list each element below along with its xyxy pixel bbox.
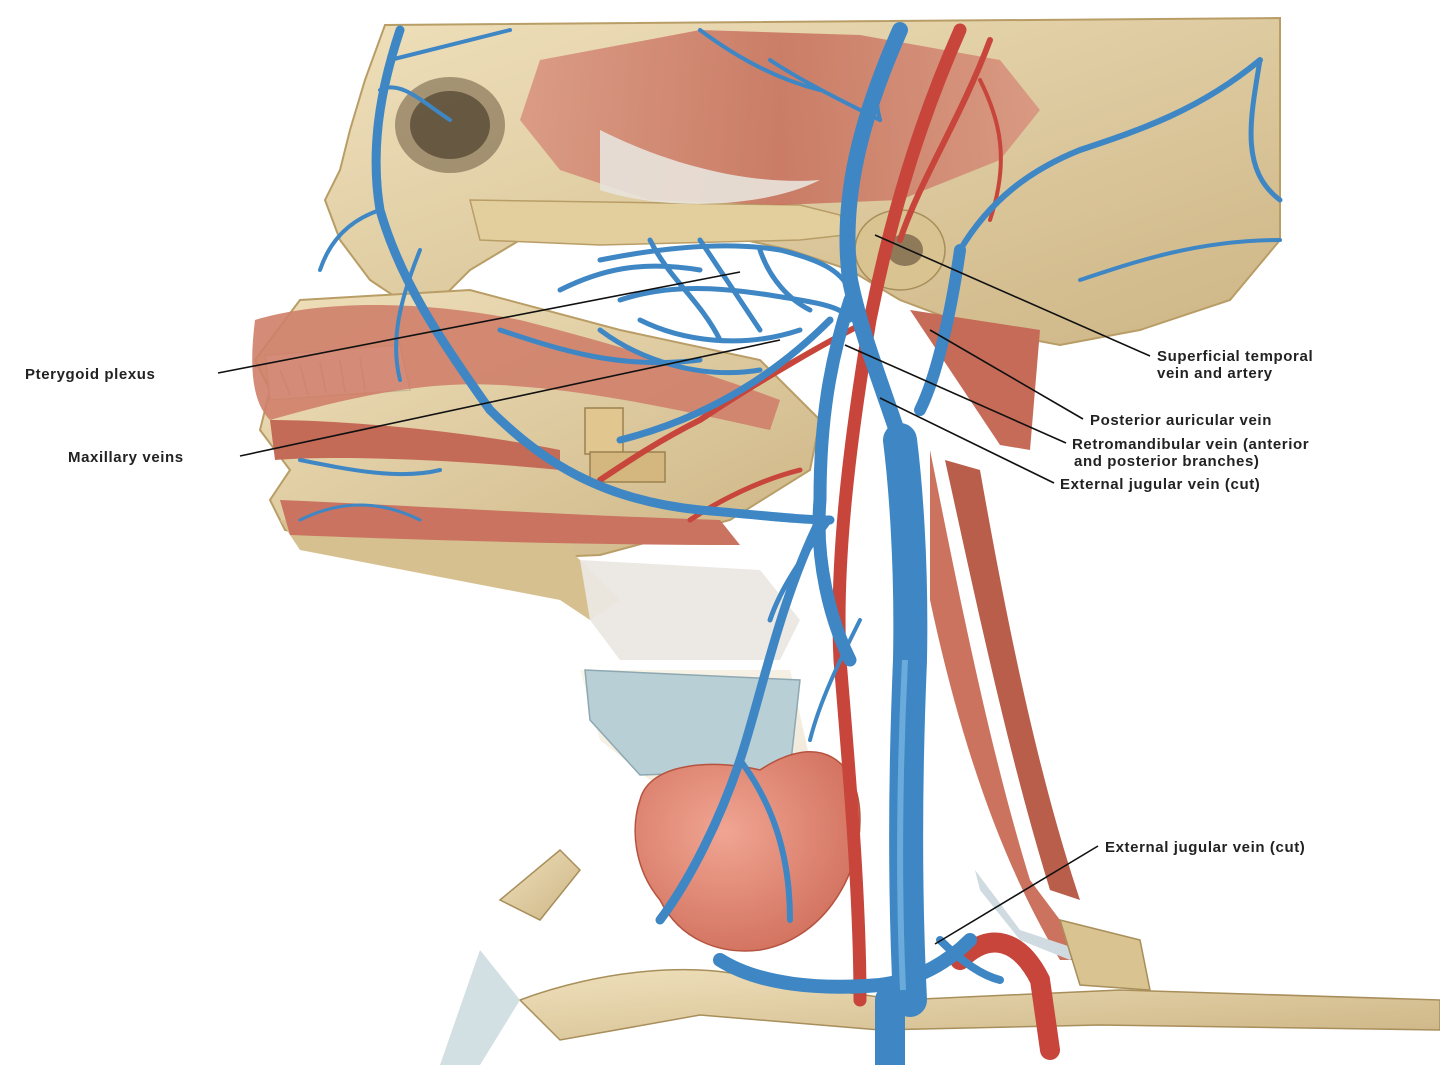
leader-superficial [874,234,1151,357]
leader-pterygoid [217,271,741,374]
larynx [580,560,810,780]
leader-maxillary [239,339,781,457]
veins [298,22,1283,1065]
leader-posterior-auricular [929,329,1084,420]
arteries [597,23,1060,1060]
label-external-jugular-vein-top: External jugular vein (cut) [1060,476,1261,493]
leader-lines [217,234,1151,945]
label-posterior-auricular-vein: Posterior auricular vein [1090,412,1272,429]
label-retromandibular-line2: and posterior branches) [1074,453,1260,470]
label-superficial-temporal: Superficial temporal vein and artery [1157,348,1313,382]
jugular-highlight [897,659,908,991]
label-retromandibular-vein: Retromandibular vein (anterior and poste… [1072,436,1309,470]
pterygoid-plexus-veins [557,237,853,376]
label-superficial-temporal-line1: Superficial temporal [1157,348,1314,365]
label-superficial-temporal-line2: vein and artery [1157,365,1273,382]
label-pterygoid-plexus: Pterygoid plexus [25,366,156,383]
label-external-jugular-vein-bottom: External jugular vein (cut) [1105,839,1306,856]
thyroid-gland [634,751,861,952]
leader-retromandibular [844,344,1067,444]
leader-external-jugular-top [879,397,1055,484]
label-retromandibular-line1: Retromandibular vein (anterior [1072,436,1310,453]
leader-external-jugular-bottom [934,845,1099,945]
clavicle [440,848,1440,1065]
masseter-cut [584,407,624,455]
label-maxillary-veins: Maxillary veins [68,449,184,466]
